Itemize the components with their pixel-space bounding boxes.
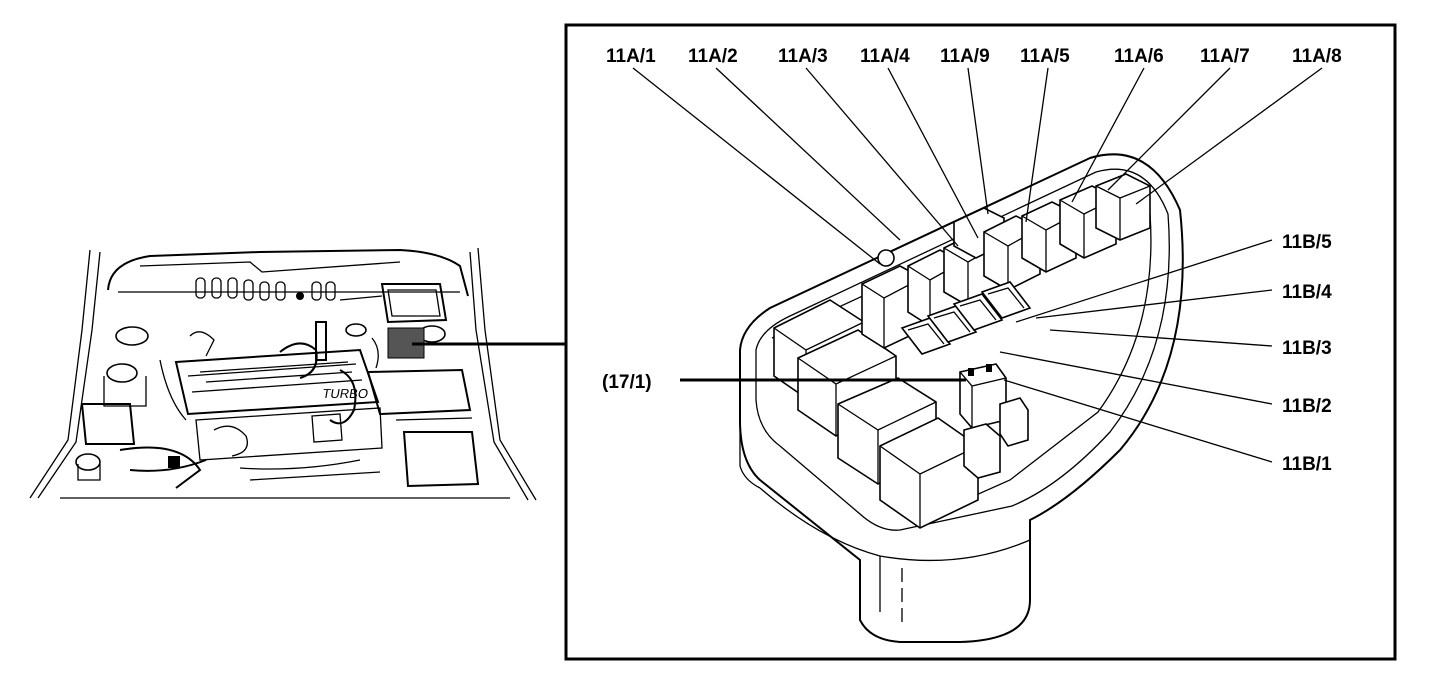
right-callout-labels: 11B/5 11B/4 11B/3 11B/2 11B/1 [1282,232,1332,475]
callout-11a-2: 11A/2 [688,46,738,67]
callout-17-1: (17/1) [602,372,652,393]
engine-bay-illustration: TURBO [29,247,537,501]
callout-11a-1: 11A/1 [606,46,656,67]
callout-11b-4: 11B/4 [1282,282,1332,303]
relay-cubes [773,299,1029,529]
callout-11b-2: 11B/2 [1282,396,1332,417]
top-callout-labels: 11A/1 11A/2 11A/3 11A/4 11A/9 11A/5 11A/… [606,46,1342,67]
callout-11b-5: 11B/5 [1282,232,1332,253]
relay-box-housing [739,153,1184,643]
callout-11a-5: 11A/5 [1020,46,1070,67]
engine-badge-text: TURBO [321,386,369,401]
callout-11a-6: 11A/6 [1114,46,1164,67]
fuse-slots-11b [900,281,1032,355]
detail-frame [564,23,1397,661]
callout-11a-7: 11A/7 [1200,46,1250,67]
relay-row-11a [861,173,1151,349]
callout-11a-8: 11A/8 [1292,46,1342,67]
callout-lines [632,67,1323,463]
callout-11b-1: 11B/1 [1282,454,1332,475]
cowl-vents [195,277,336,301]
callout-11a-9: 11A/9 [940,46,990,67]
callout-11a-4: 11A/4 [860,46,910,67]
callout-11b-3: 11B/3 [1282,338,1332,359]
callout-11a-3: 11A/3 [778,46,828,67]
